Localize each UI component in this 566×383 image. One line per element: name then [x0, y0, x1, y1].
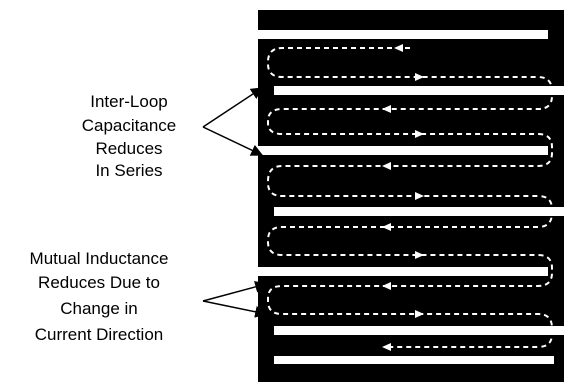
arrowhead-right-icon [415, 251, 424, 259]
slot [274, 86, 564, 95]
capacitance-label-line: Reduces [95, 139, 162, 158]
current-path-line [267, 47, 553, 348]
arrowhead-right-icon [415, 130, 424, 138]
arrowhead-left-icon [394, 44, 403, 52]
slot [274, 207, 564, 216]
capacitance-label: Inter-Loop Capacitance Reduces In Series [82, 92, 177, 180]
callout-arrows [202, 87, 268, 318]
slot [258, 267, 548, 276]
slots [258, 30, 564, 364]
current-path [267, 47, 553, 348]
slot [258, 146, 548, 155]
arrowhead-right-icon [415, 192, 424, 200]
inductance-arrow-lower [202, 300, 268, 318]
slot [274, 356, 554, 364]
slot [258, 30, 548, 39]
capacitance-label-line: Inter-Loop [90, 92, 168, 111]
arrowhead-right-icon [415, 310, 424, 318]
arrowhead-left-icon [382, 282, 391, 290]
arrowhead-left-icon [382, 343, 391, 351]
inductance-arrow-upper [202, 281, 268, 302]
capacitance-arrow-upper [202, 87, 264, 128]
slot [274, 326, 564, 335]
arrowhead-left-icon [382, 223, 391, 231]
inductance-label-line: Current Direction [35, 325, 164, 344]
inductance-label-line: Change in [60, 299, 138, 318]
current-arrowheads [382, 44, 424, 351]
arrowhead-right-icon [415, 73, 424, 81]
inductance-label: Mutual Inductance Reduces Due to Change … [30, 249, 169, 344]
arrowhead-left-icon [382, 105, 391, 113]
inductance-label-line: Mutual Inductance [30, 249, 169, 268]
arrowhead-left-icon [382, 162, 391, 170]
capacitance-arrow-lower [202, 126, 264, 156]
inductance-label-line: Reduces Due to [38, 273, 160, 292]
capacitance-label-line: Capacitance [82, 116, 177, 135]
capacitance-label-line: In Series [95, 161, 162, 180]
